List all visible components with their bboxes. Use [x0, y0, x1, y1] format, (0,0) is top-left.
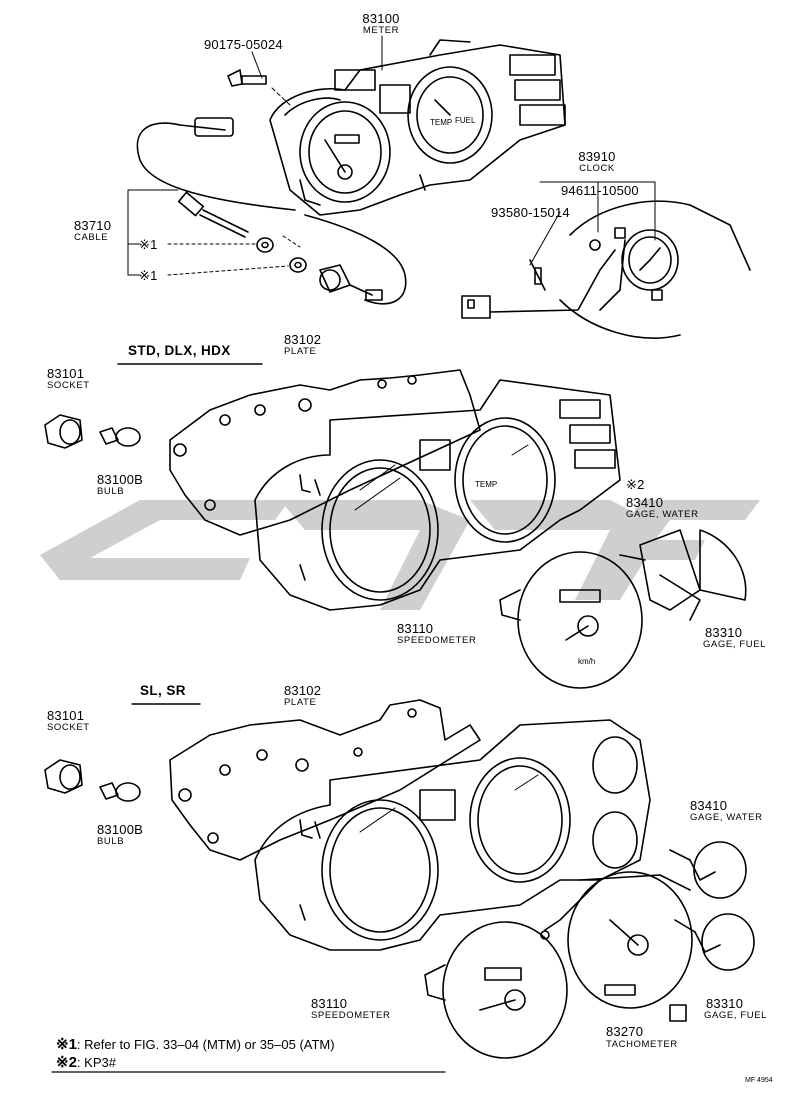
footnote-2-text: : KP3#: [76, 1055, 116, 1070]
ref-marker-1b: ※1: [139, 268, 158, 283]
footnote-1: ※1: Refer to FIG. 33–04 (MTM) or 35–05 (…: [56, 1037, 335, 1052]
part-number-speedometer-sl: 83110: [311, 996, 348, 1011]
part-number-fuel-gage-sl: 83310: [706, 996, 744, 1011]
part-name-speedometer-std: SPEEDOMETER: [397, 635, 477, 646]
part-name-bulb-std: BULB: [97, 486, 125, 497]
footnote-2: ※2: KP3#: [56, 1055, 116, 1070]
part-name-fuel-gage-std: GAGE, FUEL: [703, 639, 767, 650]
part-number-clock: 83910: [578, 149, 616, 164]
dial-unit-label: km/h: [578, 657, 595, 666]
part-number-screw: 90175-05024: [204, 37, 283, 52]
part-number-plate-sl: 83102: [284, 683, 322, 698]
dial-fuel-label: FUEL: [455, 116, 476, 125]
part-name-plate-sl: PLATE: [284, 697, 317, 708]
part-number-cable: 83710: [74, 218, 112, 233]
tachometer: [540, 871, 693, 1022]
part-number-bulb-sl: 83100B: [97, 822, 144, 837]
part-name-plate-std: PLATE: [284, 346, 317, 357]
fuel-gage-sl: [674, 913, 755, 971]
plate-sl: [169, 699, 481, 861]
part-name-meter: METER: [362, 25, 400, 36]
part-name-tachometer: TACHOMETER: [606, 1039, 678, 1050]
cable-bracket-lines: [127, 189, 289, 276]
part-number-bulb-std: 83100B: [97, 472, 144, 487]
footnote-1-mark: ※1: [56, 1036, 77, 1053]
part-name-water-gage-sl: GAGE, WATER: [690, 812, 763, 823]
part-number-clock-nut: 93580-15014: [491, 205, 570, 220]
part-name-socket-std: SOCKET: [47, 380, 90, 391]
section-header-std: STD, DLX, HDX: [128, 343, 231, 358]
dial-temp-label: TEMP: [430, 118, 452, 127]
fuel-gage-std: [659, 529, 747, 621]
dial-temp-std-label: TEMP: [475, 480, 497, 489]
part-number-socket-sl: 83101: [47, 708, 85, 723]
socket-sl: [44, 759, 83, 794]
part-number-speedometer-std: 83110: [397, 621, 434, 636]
meter-assembly: [269, 39, 566, 216]
bulb-std: [99, 427, 141, 447]
part-number-water-gage-std: 83410: [626, 495, 664, 510]
speedometer-sl: [424, 921, 568, 1059]
section-header-sl: SL, SR: [140, 683, 186, 698]
part-name-bulb-sl: BULB: [97, 836, 125, 847]
cluster-housing-std: [254, 379, 621, 611]
part-number-socket-std: 83101: [47, 366, 85, 381]
part-number-water-gage-sl: 83410: [690, 798, 728, 813]
part-number-tachometer: 83270: [606, 1024, 644, 1039]
socket-std: [44, 414, 83, 449]
watermark-logo: [40, 500, 760, 610]
plate-std: [169, 369, 481, 536]
ref-marker-2: ※2: [626, 477, 645, 492]
drawing-code: MF 4954: [745, 1077, 773, 1084]
part-name-speedometer-sl: SPEEDOMETER: [311, 1010, 391, 1021]
bulb-sl: [99, 782, 141, 802]
part-name-clock: CLOCK: [579, 163, 615, 174]
speedometer-std: [499, 551, 643, 689]
part-number-meter: 83100: [362, 11, 400, 26]
cluster-housing-sl: [254, 719, 651, 951]
part-number-plate-std: 83102: [284, 332, 322, 347]
ref-marker-1a: ※1: [139, 237, 158, 252]
part-name-socket-sl: SOCKET: [47, 722, 90, 733]
speedometer-cable: [136, 117, 407, 305]
part-name-fuel-gage-sl: GAGE, FUEL: [704, 1010, 768, 1021]
part-number-fuel-gage-std: 83310: [705, 625, 743, 640]
part-number-clock-screw: 94611-10500: [561, 183, 639, 198]
clock-assembly: [461, 181, 751, 339]
water-gage-std: [619, 529, 701, 611]
footnote-1-text: : Refer to FIG. 33–04 (MTM) or 35–05 (AT…: [76, 1037, 335, 1052]
screw: [227, 51, 267, 87]
part-name-water-gage-std: GAGE, WATER: [626, 509, 699, 520]
footnote-2-mark: ※2: [56, 1054, 77, 1071]
water-gage-sl: [669, 841, 747, 899]
part-name-cable: CABLE: [74, 232, 109, 243]
